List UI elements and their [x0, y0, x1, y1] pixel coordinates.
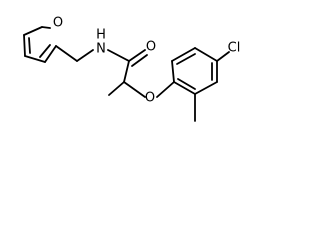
bond-ether-o-aryl [156, 81, 175, 98]
furan-bond-c4-c5 [24, 55, 46, 63]
bond-furan-ch2 [55, 45, 78, 62]
benzene-double-bond-c [177, 78, 196, 90]
furan-bond-o-c2 [41, 26, 51, 29]
furan-double-bond-inner-b [39, 44, 51, 58]
bond-carbonyl-c-alpha-c [123, 60, 130, 83]
bond-aryl-chlorine [216, 51, 230, 62]
bond-alpha-c-ether-o [123, 81, 146, 98]
furan-bond-c5-o [44, 45, 57, 63]
bond-n-carbonyl-c [107, 49, 130, 62]
benzene-bond-3 [194, 47, 218, 62]
furan-bond-c2-c3 [23, 26, 43, 36]
atom-label-chlorine: Cl [228, 41, 241, 56]
benzene-bond-6 [173, 81, 196, 95]
atom-label-nitrogen: N [96, 42, 106, 57]
atom-label-furan-oxygen: O [53, 16, 63, 31]
benzene-bond-5 [194, 81, 218, 95]
benzene-bond-1 [171, 60, 175, 83]
bond-alpha-c-methyl [108, 81, 125, 96]
molecule-canvas: O N H O O Cl [0, 0, 269, 142]
atom-label-ether-oxygen: O [145, 91, 155, 106]
molecule-structure: O N H O O Cl [23, 16, 241, 122]
atom-label-hydrogen: H [96, 28, 106, 43]
bond-carbonyl-c-o-double [131, 54, 148, 67]
bond-ch2-n [76, 49, 94, 62]
furan-double-bond-inner-a [28, 37, 31, 54]
bond-carbonyl-c-o [128, 49, 146, 62]
atom-label-carbonyl-oxygen: O [146, 40, 156, 55]
benzene-bond-2 [171, 47, 196, 62]
furan-bond-c3-c4 [23, 34, 26, 57]
benzene-double-bond-a [176, 53, 196, 65]
